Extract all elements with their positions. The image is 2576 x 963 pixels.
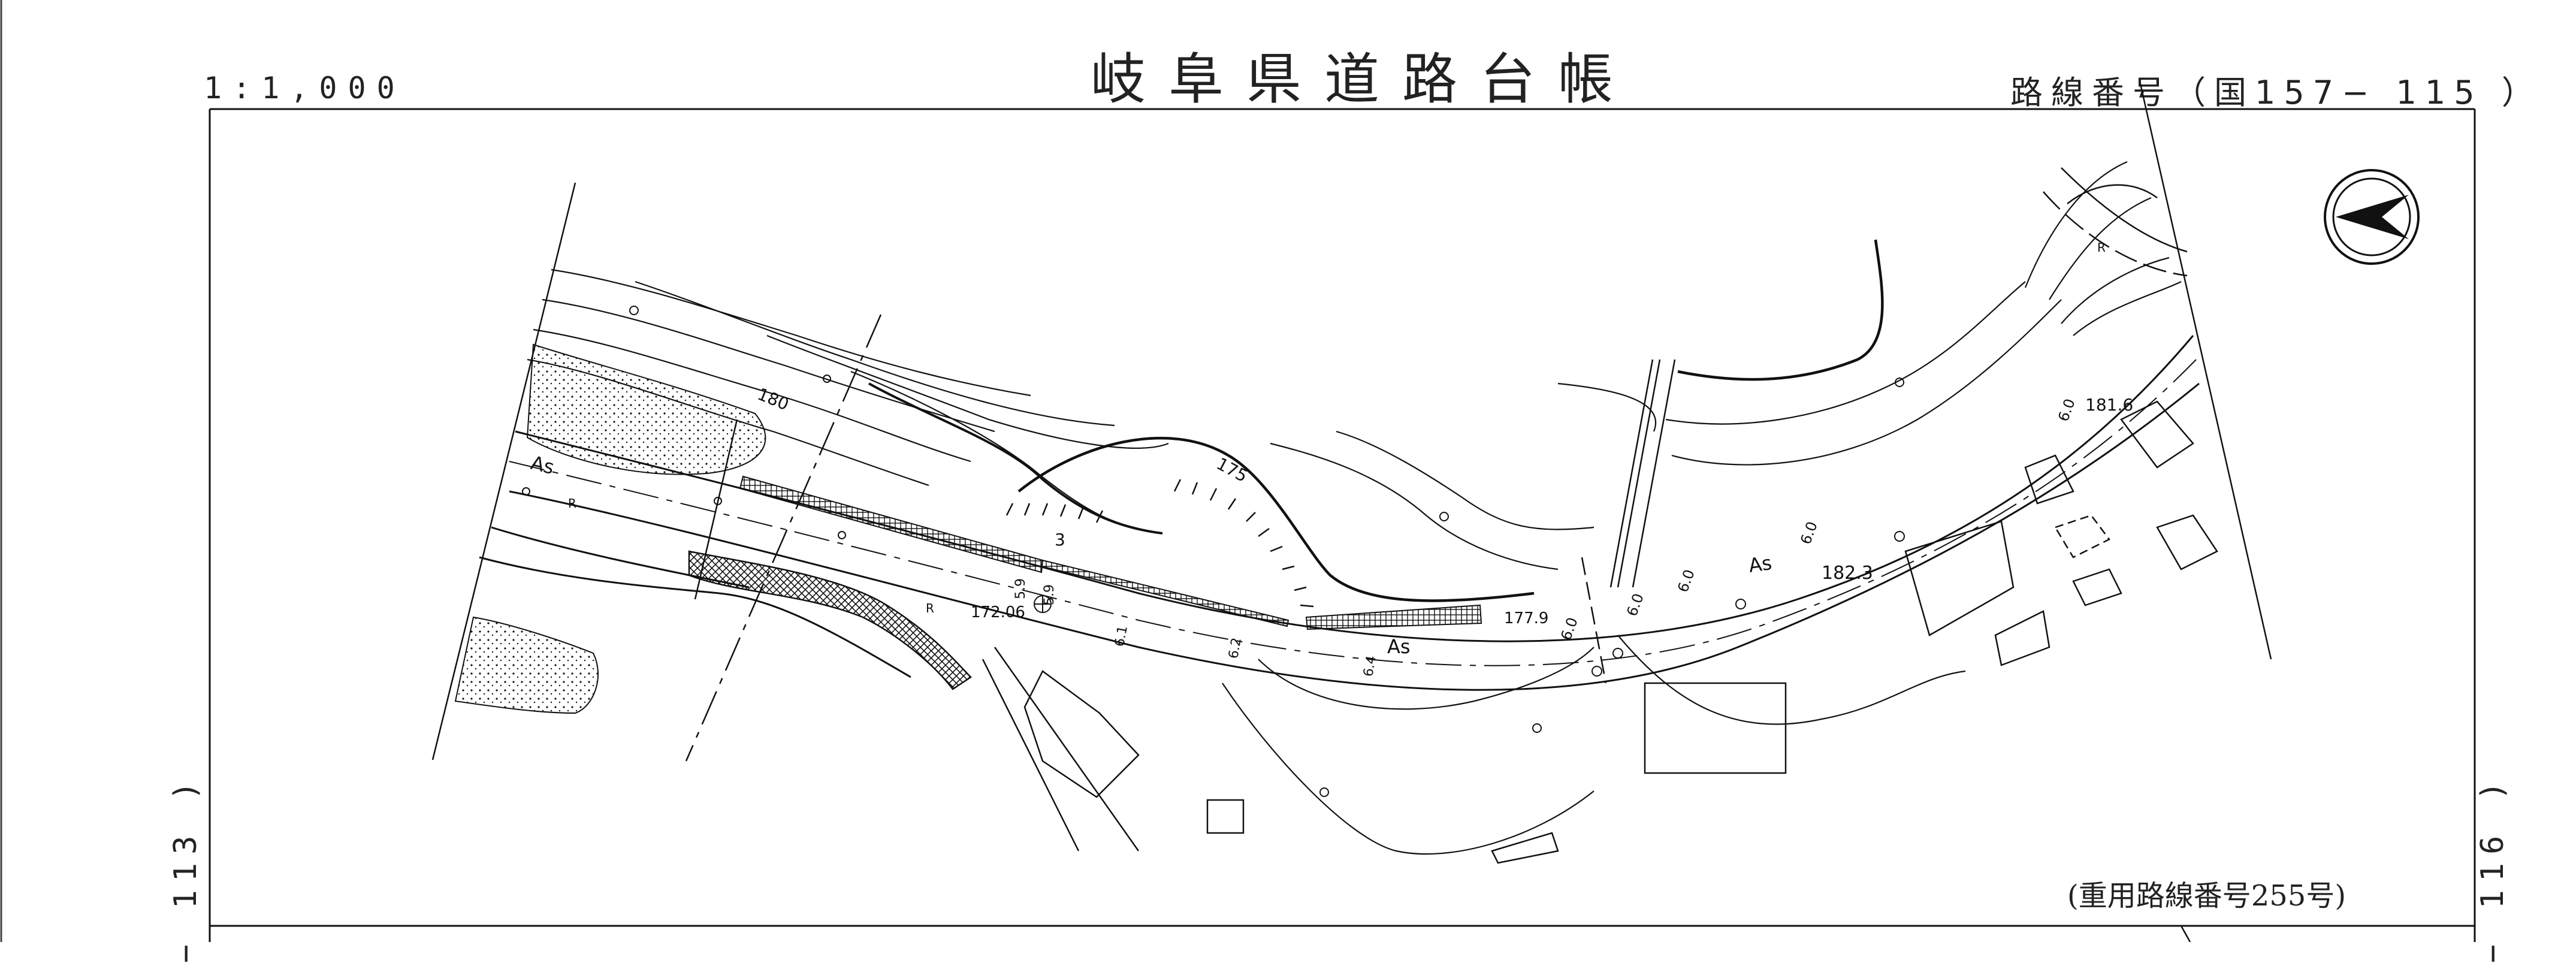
route-number-label: 路線番号（国157− 115 ） — [2010, 74, 2542, 111]
elevation-label-182: 182.3 — [1822, 563, 1873, 584]
width-label-60c: 6.0 — [1674, 567, 1698, 594]
map-frame — [209, 108, 2476, 942]
elevation-label-181: 181.6 — [2085, 395, 2133, 415]
width-label-59a: 5.9 — [1013, 578, 1028, 599]
map-drawing: 180 175 As As As 172.06 177.9 182.3 181.… — [0, 0, 2476, 942]
mark-r3: R — [2097, 240, 2106, 255]
width-label-60e: 6.0 — [2055, 397, 2078, 424]
retaining-wall-strip-2 — [1305, 604, 1482, 630]
slope-hatching — [1005, 479, 1314, 608]
surface-label-as-2: As — [1387, 635, 1411, 658]
retaining-wall-grid — [739, 475, 1044, 573]
width-label-62: 6.2 — [1226, 636, 1245, 660]
gabion-slope — [688, 550, 972, 690]
retaining-wall-strip — [1040, 559, 1289, 627]
contour-lines — [527, 161, 2182, 855]
width-label-59b: 5.9 — [1042, 584, 1057, 605]
surface-label-as-3: As — [1747, 551, 1773, 577]
surface-label-as-1: As — [529, 451, 557, 479]
mark-31: 3 — [1055, 530, 1065, 550]
mark-r2: R — [926, 601, 934, 615]
scale-label: 1:1,000 — [204, 71, 406, 105]
top-right-road — [2043, 167, 2188, 277]
elevation-label-172: 172.06 — [971, 603, 1025, 621]
width-label-64: 6.4 — [1361, 654, 1379, 678]
page-title: 岐阜県道路台帳 — [1091, 47, 1636, 111]
mark-r1: R — [568, 496, 576, 511]
map-symbols — [522, 306, 1905, 797]
cross-road-lines — [685, 314, 1676, 852]
width-label-60a: 6.0 — [1623, 591, 1647, 618]
width-label-61: 6.1 — [1112, 624, 1131, 648]
width-label-60d: 6.0 — [1797, 520, 1820, 547]
gravel-area-lower — [454, 616, 599, 714]
north-arrow-icon — [2324, 169, 2420, 265]
buildings — [1023, 400, 2218, 864]
gravel-area-upper — [526, 343, 766, 475]
heavy-route-label: (重用路線番号255号) — [2067, 879, 2347, 913]
elevation-label-177: 177.9 — [1504, 609, 1548, 627]
contour-label-180: 180 — [754, 384, 792, 415]
contour-label-175: 175 — [1213, 454, 1251, 486]
sheet-boundary-lines — [431, 83, 2272, 942]
width-label-60b: 6.0 — [1557, 615, 1581, 642]
road-edges — [479, 335, 2200, 691]
